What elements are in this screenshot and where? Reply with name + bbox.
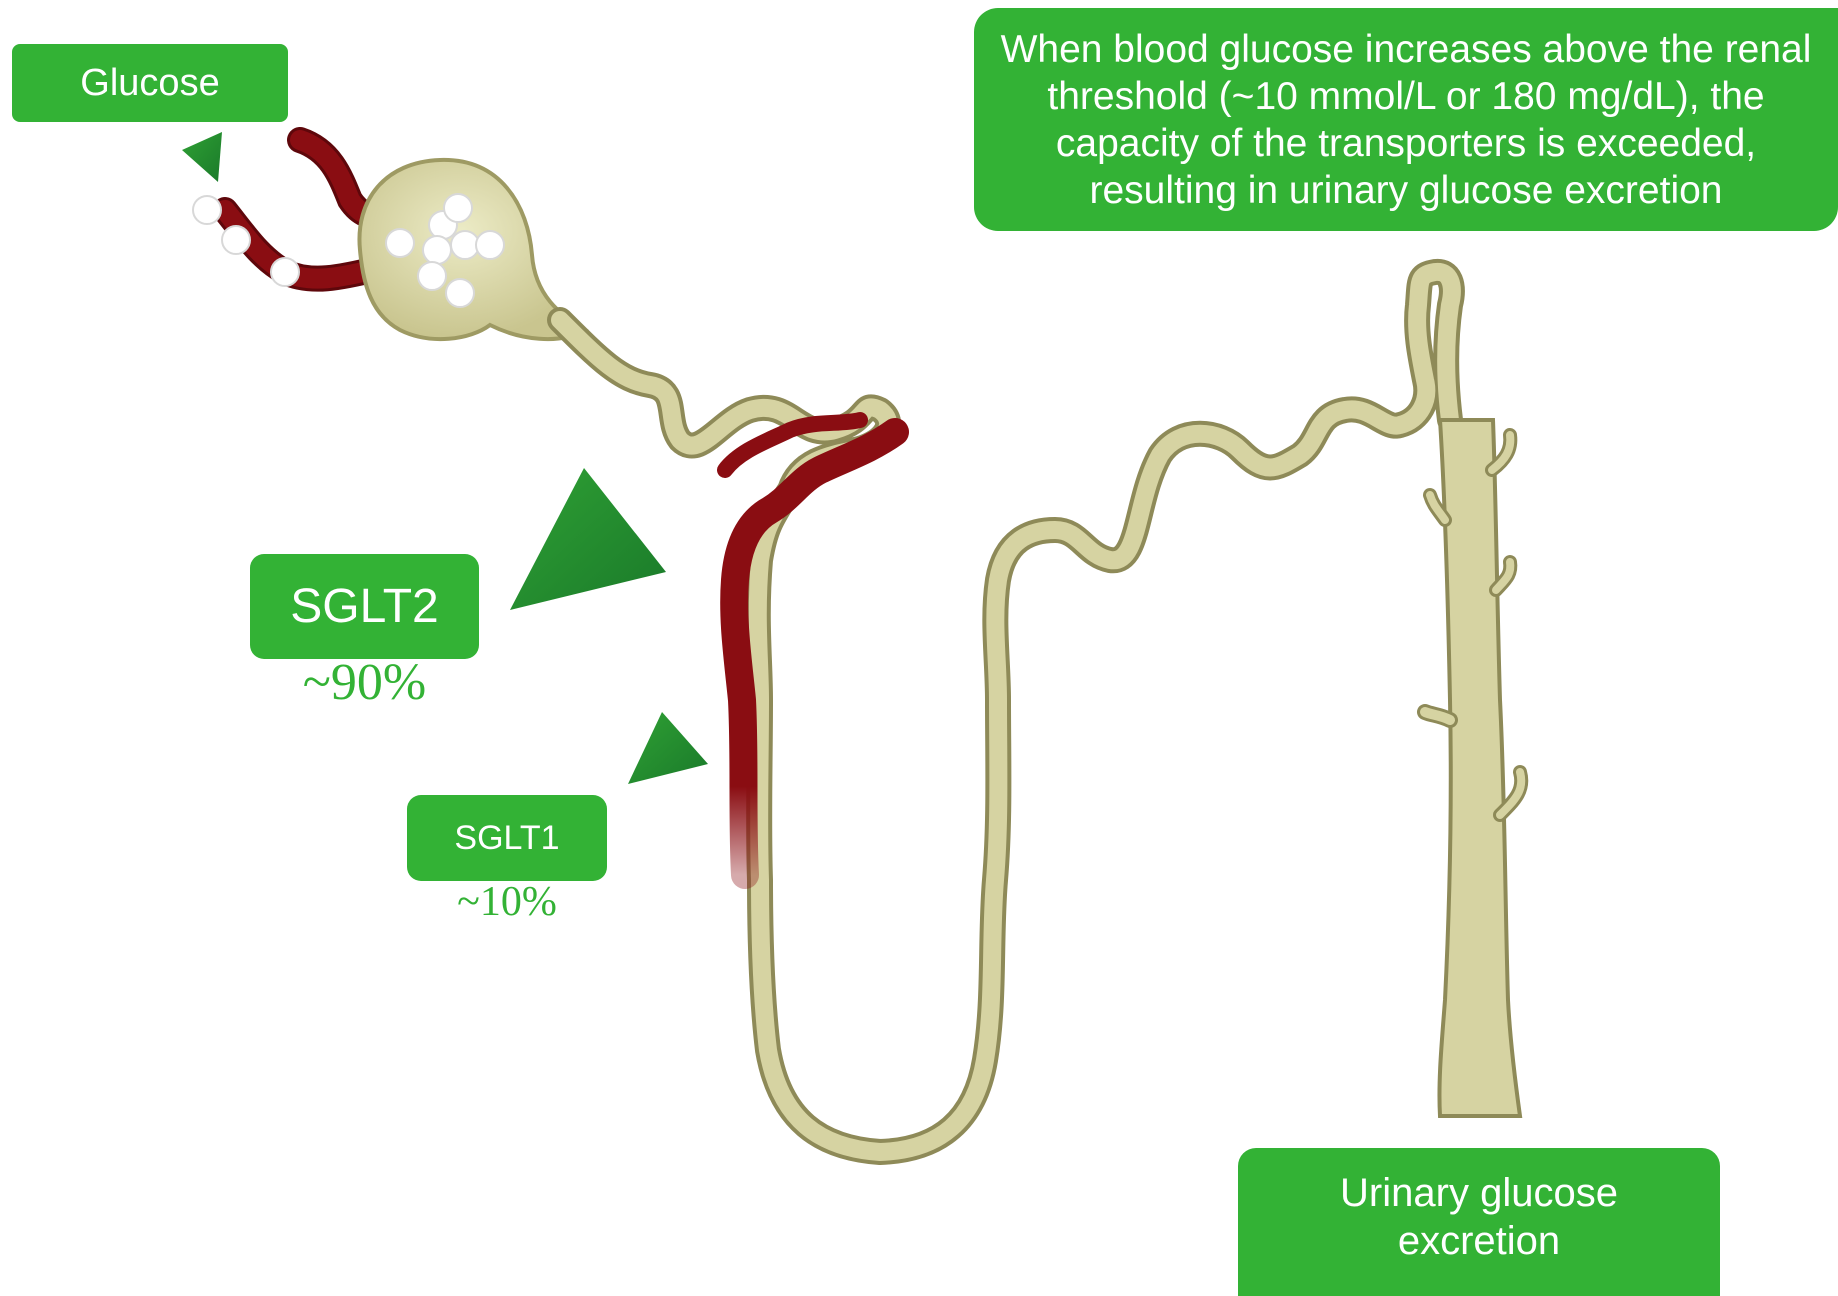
collecting-duct [1425, 420, 1521, 1116]
glucose-molecule-icon [476, 231, 504, 259]
glucose-molecule-icon [193, 196, 221, 224]
glucose-molecule-icon [451, 231, 479, 259]
glucose-molecule-icon [418, 262, 446, 290]
glucose-molecule-icon [386, 229, 414, 257]
renal-threshold-note: When blood glucose increases above the r… [974, 8, 1838, 231]
sglt1-percentage: ~10% [407, 878, 607, 926]
sglt2-pointer-icon [510, 468, 666, 610]
glucose-pointer-icon [182, 132, 222, 182]
glucose-molecule-icon [446, 279, 474, 307]
glucose-molecule-icon [271, 258, 299, 286]
glucose-molecule-icon [222, 226, 250, 254]
glucose-molecule-icon [444, 194, 472, 222]
urinary-excretion-label: Urinary glucose excretion [1238, 1148, 1720, 1296]
glucose-molecule-icon [423, 236, 451, 264]
sglt2-label: SGLT2 [250, 554, 479, 659]
peritubular-capillary [725, 420, 895, 875]
sglt1-pointer-icon [628, 712, 708, 784]
sglt2-percentage: ~90% [250, 653, 479, 712]
nephron-tubule [560, 272, 1452, 1152]
glucose-label: Glucose [12, 44, 288, 122]
sglt1-label: SGLT1 [407, 795, 607, 881]
